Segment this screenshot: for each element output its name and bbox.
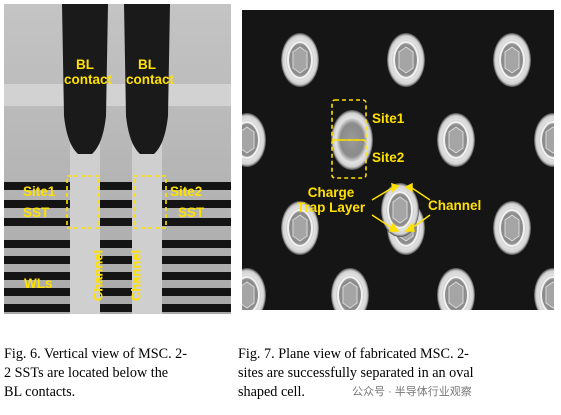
watermark-text: 公众号 · 半导体行业观察	[352, 386, 472, 398]
channel-right-label: Channel	[128, 249, 144, 302]
site1-label: Site1	[372, 111, 405, 126]
sst-box-right	[133, 175, 167, 229]
sst-box-left	[66, 175, 100, 229]
site1-label: Site1	[23, 184, 56, 199]
fig7-caption: Fig. 7. Plane view of fabricated MSC. 2-…	[238, 346, 474, 400]
site2-label: Site2	[372, 150, 405, 165]
site2-box	[331, 139, 367, 179]
site2-label: Site2	[170, 184, 203, 199]
wls-label: WLs	[24, 276, 53, 291]
fig7-micrograph	[242, 10, 554, 310]
fig6-micrograph	[4, 4, 231, 314]
annotation-arrows	[371, 182, 431, 232]
fig6-caption: Fig. 6. Vertical view of MSC. 2- 2 SSTs …	[4, 346, 187, 400]
channel-left-label: Channel	[90, 249, 106, 302]
word-line-stack	[4, 182, 231, 312]
channel-label: Channel	[428, 198, 482, 213]
sst-left-label: SST	[23, 205, 50, 220]
sst-right-label: SST	[178, 205, 205, 220]
